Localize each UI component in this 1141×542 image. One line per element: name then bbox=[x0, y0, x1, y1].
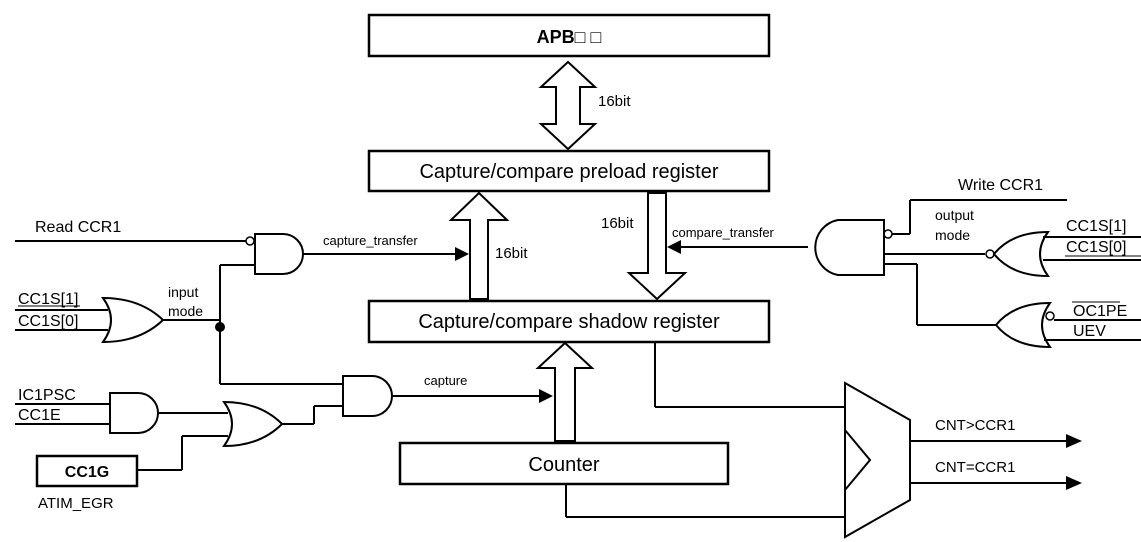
output-mode-label-2: mode bbox=[935, 227, 970, 243]
apb-bus-width: 16bit bbox=[598, 93, 631, 110]
cc1s0-right-label: CC1S[0] bbox=[1066, 239, 1126, 256]
cnt-gt-arrowhead bbox=[1066, 434, 1082, 448]
capture-transfer-arrowhead bbox=[455, 247, 469, 261]
write-ccr1-label: Write CCR1 bbox=[958, 177, 1043, 194]
output-mode-label-1: output bbox=[935, 207, 974, 223]
cnt-gt-label: CNT>CCR1 bbox=[935, 417, 1015, 434]
capture-and-gate bbox=[342, 375, 393, 417]
output-mode-or-gate bbox=[992, 230, 1050, 278]
counter-bus-arrow bbox=[535, 341, 595, 442]
compare-transfer-arrowhead bbox=[667, 240, 681, 254]
compare-bus-arrow bbox=[626, 192, 688, 301]
shadow-register-label: Capture/compare shadow register bbox=[418, 311, 720, 333]
cc1e-label: CC1E bbox=[18, 407, 61, 424]
apb-block bbox=[367, 13, 771, 58]
input-mode-label-2: mode bbox=[168, 303, 203, 319]
write-ccr1-inverter bbox=[883, 229, 893, 239]
capture-transfer-label: capture_transfer bbox=[323, 233, 418, 248]
cnt-eq-arrowhead bbox=[1066, 476, 1082, 490]
oc1pe-inverter bbox=[1045, 311, 1055, 321]
capture-bus-width: 16bit bbox=[495, 245, 528, 262]
preload-register-label: Capture/compare preload register bbox=[419, 161, 718, 183]
input-mode-label-1: input bbox=[168, 284, 198, 300]
input-mode-or-gate bbox=[101, 296, 165, 344]
cnt-eq-label: CNT=CCR1 bbox=[935, 459, 1015, 476]
cc1s1-right-label: CC1S[1] bbox=[1066, 218, 1126, 235]
preload-register bbox=[367, 149, 771, 193]
uev-label: UEV bbox=[1073, 323, 1106, 340]
counter-block bbox=[398, 441, 730, 486]
cc1s0-left-label: CC1S[0] bbox=[18, 313, 78, 330]
capture-bus-arrow bbox=[448, 191, 510, 300]
ic1psc-and-gate bbox=[109, 392, 159, 434]
oc1pe-label: OC1PE bbox=[1073, 303, 1127, 320]
atim-egr-label: ATIM_EGR bbox=[38, 495, 114, 512]
cc1g-block bbox=[35, 454, 139, 488]
read-ccr1-inverter bbox=[245, 236, 255, 246]
capture-arrowhead bbox=[539, 389, 553, 403]
cc1g-label: CC1G bbox=[65, 464, 109, 481]
compare-transfer-and-gate bbox=[814, 219, 885, 276]
compare-bus-width: 16bit bbox=[601, 215, 634, 232]
oc1pe-uev-or-gate bbox=[994, 301, 1052, 349]
apb-label: APB□ □ bbox=[537, 27, 602, 47]
capture-or-gate bbox=[222, 400, 284, 448]
read-ccr1-label: Read CCR1 bbox=[35, 219, 121, 236]
cc1s1-left-label: CC1S[1] bbox=[18, 291, 78, 308]
counter-label: Counter bbox=[528, 454, 599, 476]
compare-transfer-label: compare_transfer bbox=[672, 225, 775, 240]
shadow-register bbox=[367, 299, 771, 344]
ic1psc-label: IC1PSC bbox=[18, 387, 76, 404]
capture-label: capture bbox=[424, 373, 467, 388]
apb-bus-arrow bbox=[538, 60, 598, 151]
comparator-block bbox=[844, 381, 911, 539]
capture-transfer-and-gate bbox=[254, 233, 304, 275]
